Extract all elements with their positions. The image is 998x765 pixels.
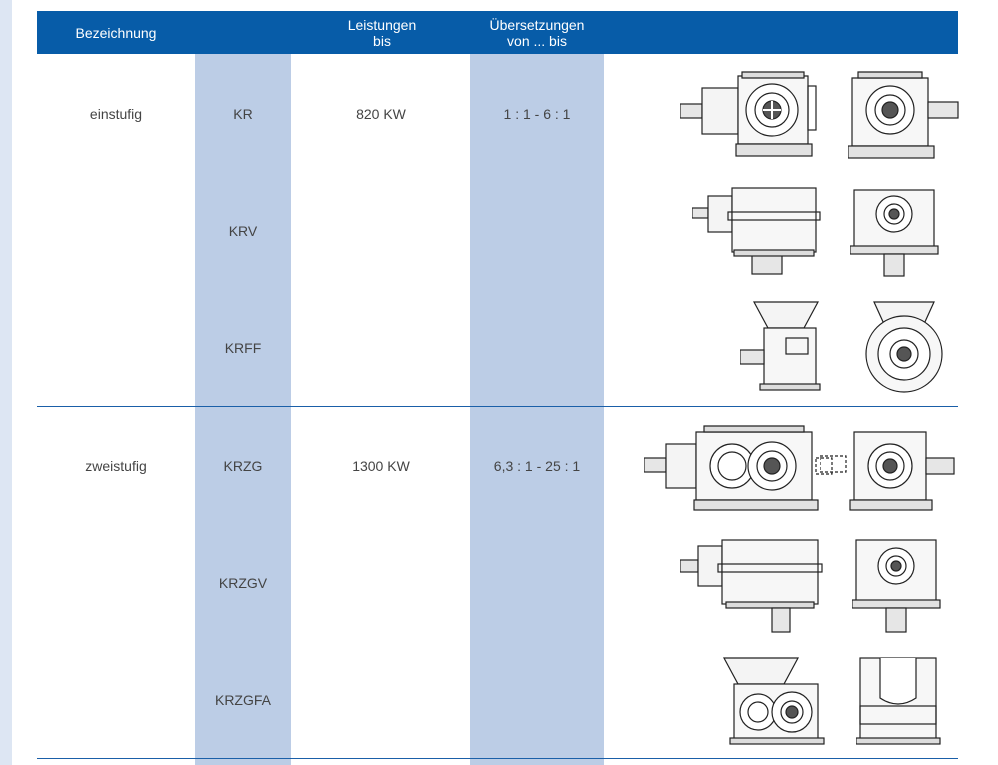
gearbox-krzgfa-side-drawing xyxy=(722,654,832,748)
gearbox-krff-front-drawing xyxy=(854,298,954,394)
group-zweistufig-label: zweistufig xyxy=(85,458,147,474)
uebersetzung-zweistufig: 6,3 : 1 - 25 : 1 xyxy=(493,458,581,474)
gearbox-krzg-front-drawing xyxy=(820,424,960,514)
group-einstufig-label: einstufig xyxy=(89,106,143,122)
table-header: Bezeichnung Leistungen bis Übersetzungen… xyxy=(37,11,958,54)
gearbox-kr-side-drawing xyxy=(680,66,830,160)
type-kr: KR xyxy=(233,106,253,122)
leistung-einstufig: 820 KW xyxy=(356,106,406,122)
gearbox-kr-front-drawing xyxy=(848,66,968,160)
gearbox-krzg-side-drawing xyxy=(644,424,834,514)
header-uebersetzungen: Übersetzungen von ... bis xyxy=(489,16,585,49)
gearbox-krzgv-front-drawing xyxy=(852,536,942,634)
type-column-band xyxy=(195,54,291,765)
type-krff: KRFF xyxy=(224,340,262,356)
type-krv: KRV xyxy=(228,223,258,239)
gearbox-krzgfa-front-drawing xyxy=(856,654,946,748)
leistung-zweistufig: 1300 KW xyxy=(352,458,410,474)
gearbox-krv-side-drawing xyxy=(692,184,832,278)
type-krzg: KRZG xyxy=(223,458,263,474)
header-bezeichnung: Bezeichnung xyxy=(75,24,157,41)
group-divider-bottom xyxy=(37,758,958,759)
gearbox-krff-side-drawing xyxy=(740,298,830,394)
type-krzgv: KRZGV xyxy=(218,575,268,591)
group-divider xyxy=(37,406,958,407)
ratio-column-band xyxy=(470,54,604,765)
gearbox-krzgv-side-drawing xyxy=(680,536,830,634)
header-leistungen: Leistungen bis xyxy=(347,16,417,49)
page: Bezeichnung Leistungen bis Übersetzungen… xyxy=(12,0,998,765)
gearbox-krv-front-drawing xyxy=(850,184,940,278)
type-krzgfa: KRZGFA xyxy=(214,692,271,708)
uebersetzung-einstufig: 1 : 1 - 6 : 1 xyxy=(503,106,571,122)
